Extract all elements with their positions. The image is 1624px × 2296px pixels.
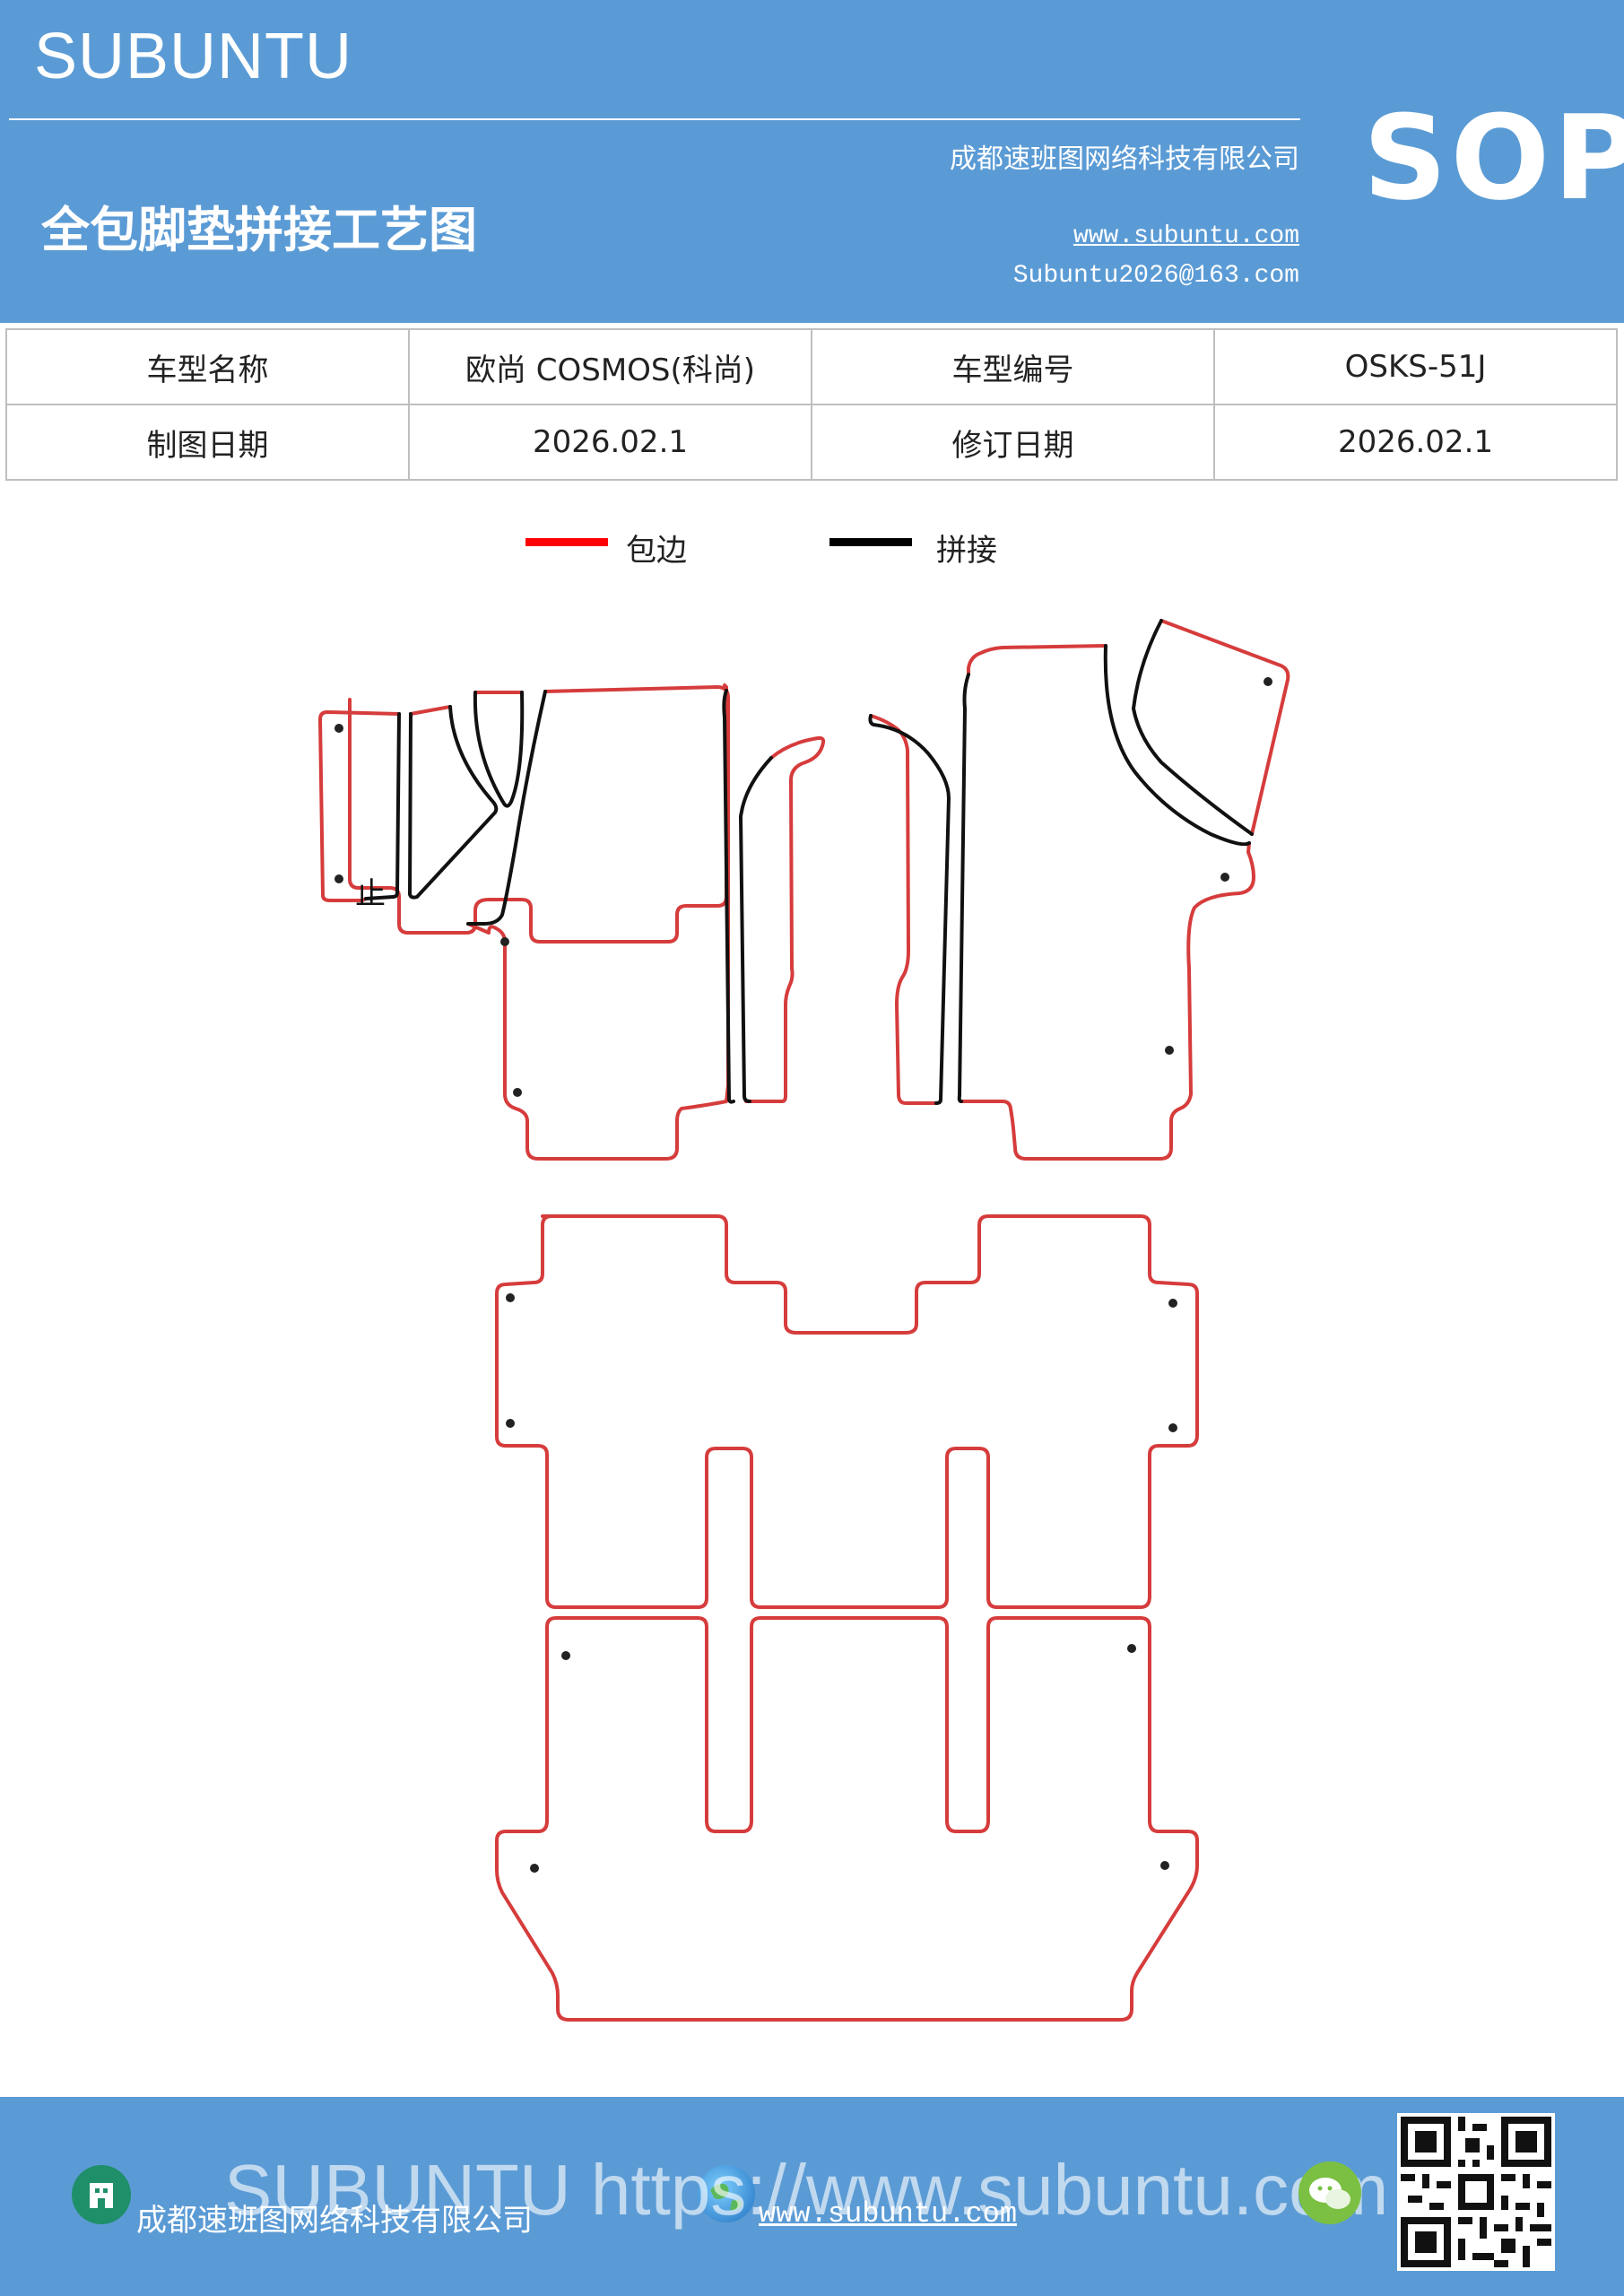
clip-hole: [500, 937, 509, 946]
revise-date-value: 2026.02.1: [1213, 404, 1618, 481]
left-second-strip-edge: [409, 705, 452, 716]
mat-outline-edge: [397, 683, 728, 944]
right-side-piece-edge: [1159, 619, 1290, 836]
draw-date-label: 制图日期: [5, 404, 410, 481]
clip-hole: [530, 1864, 539, 1873]
table-row: 制图日期 2026.02.1 修订日期 2026.02.1: [5, 404, 1618, 481]
wechat-icon: [1298, 2161, 1361, 2224]
passenger-mat-inner-joint: [1103, 644, 1251, 847]
third-row-mat-edge: [495, 1616, 1199, 2022]
legend-joint-label: 拼接: [936, 533, 997, 569]
sop-badge: SOP: [1363, 90, 1624, 226]
model-name-value: 欧尚 COSMOS(科尚): [408, 328, 812, 405]
header-company-name: 成都速班图网络科技有限公司: [950, 144, 1299, 175]
right-side-piece-joint: [1132, 619, 1254, 836]
globe-icon: [698, 2165, 755, 2222]
clip-hole: [1127, 1644, 1136, 1653]
clip-hole: [1160, 1861, 1169, 1870]
header-website-link[interactable]: www.subuntu.com: [1073, 222, 1299, 250]
passenger-mat-edge: [967, 644, 1107, 676]
passenger-mat-joint: [957, 673, 970, 1103]
revise-date-label: 修订日期: [811, 404, 1215, 481]
left-second-strip-joint: [408, 705, 499, 900]
model-name-label: 车型名称: [5, 328, 410, 405]
left-side-strip-joint: [364, 712, 401, 900]
header-banner: SUBUNTU 成都速班图网络科技有限公司 全包脚垫拼接工艺图 www.subu…: [0, 0, 1624, 323]
second-row-mat-edge: [495, 1214, 1199, 1609]
clip-hole: [334, 874, 343, 883]
model-info-table: 车型名称 欧尚 COSMOS(科尚) 车型编号 OSKS-51J 制图日期 20…: [5, 328, 1618, 481]
driver-mat-edge: [466, 685, 730, 1161]
floor-mat-diagram: 止: [318, 619, 1290, 2022]
clip-hole: [1264, 677, 1272, 686]
table-row: 车型名称 欧尚 COSMOS(科尚) 车型编号 OSKS-51J: [5, 328, 1618, 405]
footer-banner: 成都速班图网络科技有限公司 www.subuntu.com SUBUNTU ht…: [0, 2097, 1624, 2296]
right-console-strip-edge: [869, 714, 938, 1105]
draw-date-value: 2026.02.1: [408, 404, 812, 481]
clip-hole: [506, 1293, 515, 1302]
left-side-strip-edge: [318, 710, 401, 902]
left-third-strip-joint: [473, 691, 525, 808]
clip-hole: [506, 1419, 515, 1428]
legend-edge-label: 包边: [626, 533, 687, 569]
qr-code-icon: [1397, 2113, 1555, 2271]
left-console-strip-joint: [739, 756, 773, 1103]
left-center-joint: [722, 689, 735, 1104]
model-code-value: OSKS-51J: [1213, 328, 1618, 405]
company-building-icon: [72, 2165, 131, 2224]
clip-hole: [513, 1088, 522, 1097]
clip-hole: [1220, 873, 1229, 882]
right-console-strip-joint: [868, 714, 951, 1105]
header-divider: [9, 118, 1300, 120]
clip-holes: [334, 677, 1272, 1873]
document-title: 全包脚垫拼接工艺图: [41, 201, 477, 258]
clip-hole: [561, 1651, 570, 1660]
footer-watermark: SUBUNTU https://www.subuntu.com: [224, 2150, 1389, 2230]
clip-hole: [334, 724, 343, 733]
clip-hole: [1165, 1046, 1174, 1055]
header-email: Subuntu2026@163.com: [1012, 262, 1299, 290]
clip-hole: [1168, 1299, 1177, 1308]
passenger-mat-edge-right: [960, 841, 1255, 1161]
clip-hole: [1168, 1423, 1177, 1432]
driver-main-joint: [466, 690, 547, 926]
legend-joint-swatch: [829, 538, 912, 546]
footer-company-name: 成都速班图网络科技有限公司: [136, 2203, 533, 2239]
brand-logo-text: SUBUNTU: [34, 21, 353, 92]
model-code-label: 车型编号: [811, 328, 1215, 405]
legend-edge-swatch: [525, 538, 608, 546]
legend: 包边 拼接: [0, 520, 1624, 574]
footer-website-link[interactable]: www.subuntu.com: [759, 2197, 1018, 2231]
left-console-strip-edge: [744, 735, 826, 1103]
stop-mark: 止: [355, 876, 386, 912]
